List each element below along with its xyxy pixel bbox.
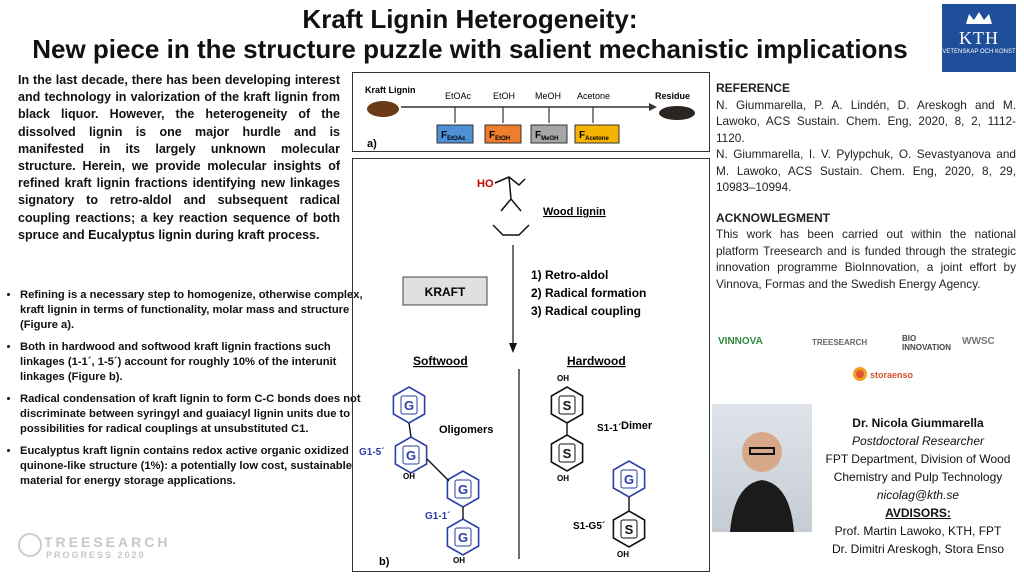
kraft-box bbox=[402, 276, 488, 306]
fraction-box bbox=[436, 124, 474, 144]
vinnova-logo: VINNOVA bbox=[718, 336, 763, 347]
person-name: Dr. Nicola Giummarella bbox=[852, 416, 984, 430]
oh-label: OH bbox=[453, 556, 465, 565]
solvent-etoh: EtOH bbox=[493, 91, 515, 101]
person-role: Postdoctoral Researcher bbox=[851, 434, 985, 448]
ring-unit-label: G bbox=[406, 448, 416, 463]
ring-unit-label: G bbox=[458, 530, 468, 545]
aromatic-ring bbox=[550, 434, 584, 472]
crown-icon bbox=[966, 12, 992, 24]
s1g5-label: S1-G5´ bbox=[573, 521, 605, 532]
finding-item: Both in hardwood and softwood kraft lign… bbox=[20, 340, 372, 385]
residue-label: Residue bbox=[655, 91, 690, 101]
portrait-photo bbox=[712, 404, 812, 532]
reference-1: N. Giummarella, P. A. Lindén, D. Areskog… bbox=[716, 97, 1016, 145]
solvent-acetone: Acetone bbox=[577, 91, 610, 101]
fraction-box bbox=[530, 124, 568, 144]
oh-label: OH bbox=[557, 374, 569, 383]
step-3: 3) Radical coupling bbox=[531, 304, 641, 318]
bioinnovation-logo: BIO INNOVATION bbox=[902, 334, 952, 352]
fraction-label: FEtOAc bbox=[441, 130, 466, 142]
ho-label: HO bbox=[477, 178, 494, 190]
kraft-lignin-label: Kraft Lignin bbox=[365, 85, 416, 95]
intro-paragraph: In the last decade, there has been devel… bbox=[18, 73, 340, 242]
poster-title-line1: Kraft Lignin Heterogeneity: bbox=[302, 4, 638, 34]
wood-lignin-label: Wood lignin bbox=[543, 206, 606, 218]
ring-unit-label: S bbox=[563, 398, 572, 413]
advisor-2: Dr. Dimitri Areskogh, Stora Enso bbox=[831, 542, 1005, 556]
solvent-etoac: EtOAc bbox=[445, 91, 472, 101]
stora-enso-icon bbox=[853, 367, 867, 381]
oligomers-label: Oligomers bbox=[439, 424, 493, 436]
reference-2: N. Giummarella, I. V. Pylypchuk, O. Seva… bbox=[716, 147, 1016, 194]
advisors-heading: AVDISORS: bbox=[885, 506, 951, 520]
ring-unit-label: S bbox=[625, 522, 634, 537]
kraft-label: KRAFT bbox=[425, 285, 466, 299]
ring-unit-label: G bbox=[624, 472, 634, 487]
oh-label: OH bbox=[403, 472, 415, 481]
contact-block: Dr. Nicola Giummarella Postdoctoral Rese… bbox=[818, 414, 1018, 558]
figure-a-label: a) bbox=[367, 138, 377, 150]
watermark-line1: TREESEARCH bbox=[44, 534, 171, 550]
figure-a-fractionation: Kraft Lignin Residue EtOAc EtOH MeOH Ace… bbox=[352, 72, 710, 152]
poster-title-line2: New piece in the structure puzzle with s… bbox=[32, 34, 908, 64]
stora-enso-logo: storaenso bbox=[870, 370, 914, 380]
fraction-label: FAcetone bbox=[579, 130, 609, 142]
ring-unit-label: G bbox=[404, 398, 414, 413]
acknowledgment-text: This work has been carried out within th… bbox=[716, 227, 1016, 291]
dimer-label: Dimer bbox=[621, 420, 653, 432]
hardwood-label: Hardwood bbox=[567, 354, 626, 368]
oh-label: OH bbox=[617, 550, 629, 559]
partner-logos: VINNOVA TREESEARCH BIO INNOVATION WWSC s… bbox=[712, 330, 1018, 396]
kth-logo-text: KTH bbox=[959, 28, 999, 48]
fractionation-diagram: Kraft Lignin Residue EtOAc EtOH MeOH Ace… bbox=[365, 85, 695, 150]
fraction-box bbox=[484, 124, 522, 144]
aromatic-ring bbox=[612, 510, 646, 548]
treesearch-logo: TREESEARCH bbox=[812, 338, 868, 347]
person-email[interactable]: nicolag@kth.se bbox=[876, 488, 960, 502]
findings-list: Refining is a necessary step to homogeni… bbox=[4, 288, 372, 496]
treesearch-watermark: TREESEARCH PROGRESS 2020 bbox=[18, 534, 170, 560]
kth-logo: KTH VETENSKAP OCH KONST bbox=[942, 4, 1016, 72]
ring-unit-label: G bbox=[458, 482, 468, 497]
finding-item: Radical condensation of kraft lignin to … bbox=[20, 392, 372, 437]
reference-heading: REFERENCE bbox=[716, 81, 791, 95]
step-2: 2) Radical formation bbox=[531, 286, 646, 300]
kraft-lignin-powder bbox=[367, 101, 399, 117]
kth-logo-subtext: VETENSKAP OCH KONST bbox=[942, 49, 1016, 55]
person-department: FPT Department, Division of Wood Chemist… bbox=[825, 452, 1011, 484]
fraction-label: FEtOH bbox=[489, 130, 510, 142]
aromatic-ring bbox=[394, 436, 428, 474]
oh-label: OH bbox=[557, 474, 569, 483]
residue-image bbox=[659, 106, 695, 120]
s11-label: S1-1´ bbox=[597, 423, 621, 434]
step-1: 1) Retro-aldol bbox=[531, 268, 608, 282]
aromatic-ring bbox=[446, 518, 480, 556]
finding-item: Eucalyptus kraft lignin contains redox a… bbox=[20, 444, 372, 489]
finding-item: Refining is a necessary step to homogeni… bbox=[20, 288, 372, 333]
g15-label: G1-5´ bbox=[359, 447, 385, 458]
right-column: REFERENCE N. Giummarella, P. A. Lindén, … bbox=[716, 80, 1016, 292]
advisor-1: Prof. Martin Lawoko, KTH, FPT bbox=[834, 524, 1002, 538]
solvent-meoh: MeOH bbox=[535, 91, 561, 101]
fraction-label: FMeOH bbox=[535, 130, 558, 142]
figure-b-label: b) bbox=[379, 556, 390, 568]
mechanism-diagram: HO Wood lignin KRAFT 1) Retro-aldol 2) R… bbox=[359, 176, 653, 568]
acknowledgment-heading: ACKNOWLEGMENT bbox=[716, 210, 830, 225]
treesearch-watermark-icon bbox=[18, 533, 42, 557]
fraction-box bbox=[574, 124, 620, 144]
softwood-label: Softwood bbox=[413, 354, 468, 368]
watermark-line2: PROGRESS 2020 bbox=[46, 550, 146, 560]
ring-unit-label: S bbox=[563, 446, 572, 461]
wwsc-logo: WWSC bbox=[962, 336, 995, 347]
g11-label: G1-1´ bbox=[425, 511, 451, 522]
figure-b-mechanism: HO Wood lignin KRAFT 1) Retro-aldol 2) R… bbox=[352, 158, 710, 572]
